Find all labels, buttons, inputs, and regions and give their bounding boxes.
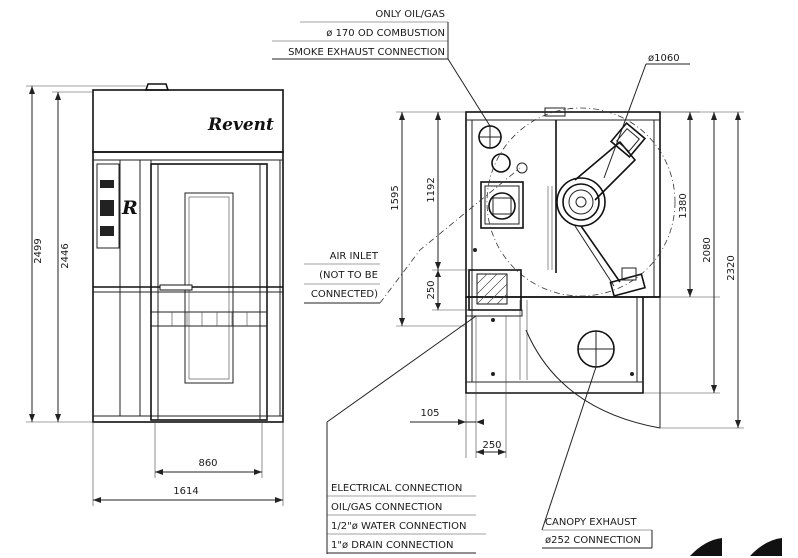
lower-enclosure xyxy=(465,297,644,394)
roof-vent xyxy=(144,83,170,91)
dimension-1614: 1614 xyxy=(92,422,284,506)
rack-diameter-callout: ø1060 xyxy=(603,53,690,179)
corner-mark-right xyxy=(750,538,782,556)
door-logo: R xyxy=(121,197,138,219)
svg-text:ø1060: ø1060 xyxy=(648,53,680,64)
svg-text:105: 105 xyxy=(420,408,439,419)
door-swing-arc xyxy=(525,329,661,429)
dimension-2080: 2080 xyxy=(643,112,720,394)
air-inlet-note: AIR INLET (NOT TO BE CONNECTED) xyxy=(304,167,521,304)
keypad xyxy=(100,200,114,216)
dimension-2499: 2499 xyxy=(26,85,146,423)
svg-text:860: 860 xyxy=(198,458,217,469)
svg-text:(NOT TO BE: (NOT TO BE xyxy=(319,270,378,281)
svg-text:1614: 1614 xyxy=(173,486,198,497)
svg-text:1595: 1595 xyxy=(390,185,401,210)
door-grille xyxy=(171,312,248,326)
combustion-note: ONLY OIL/GAS ø 170 OD COMBUSTION SMOKE E… xyxy=(272,9,491,127)
door-handle xyxy=(159,284,193,291)
svg-text:ELECTRICAL CONNECTION: ELECTRICAL CONNECTION xyxy=(331,483,462,494)
dimension-1192: 1192 xyxy=(426,112,469,271)
dimension-250-bottom: 250 xyxy=(476,316,507,458)
display-screen xyxy=(100,180,114,188)
dimension-2320: 2320 xyxy=(660,111,744,429)
svg-text:1192: 1192 xyxy=(426,177,437,202)
svg-text:CONNECTED): CONNECTED) xyxy=(311,289,378,300)
plan-view: 1380 2080 2320 1595 1192 xyxy=(272,9,744,554)
burner-unit xyxy=(480,181,524,229)
svg-text:2080: 2080 xyxy=(702,237,713,262)
svg-text:SMOKE EXHAUST CONNECTION: SMOKE EXHAUST CONNECTION xyxy=(288,47,445,58)
dimension-860: 860 xyxy=(154,422,263,478)
control-panel xyxy=(96,163,120,249)
rack-rotation-circle xyxy=(486,107,676,297)
dimension-2446: 2446 xyxy=(52,91,93,422)
dimension-105: 105 xyxy=(410,316,484,458)
svg-text:ø252 CONNECTION: ø252 CONNECTION xyxy=(545,535,641,546)
svg-text:250: 250 xyxy=(482,440,501,451)
svg-text:1380: 1380 xyxy=(678,193,689,218)
svg-text:CANOPY EXHAUST: CANOPY EXHAUST xyxy=(545,517,637,528)
svg-text:AIR INLET: AIR INLET xyxy=(330,251,379,262)
svg-text:ø 170 OD COMBUSTION: ø 170 OD COMBUSTION xyxy=(326,28,445,39)
dimension-1380: 1380 xyxy=(660,111,700,297)
service-connections-note: ELECTRICAL CONNECTION OIL/GAS CONNECTION… xyxy=(326,315,486,554)
dimension-1595: 1595 xyxy=(390,111,466,327)
dimension-250-side: 250 xyxy=(426,270,469,311)
brand-logo: Revent xyxy=(207,115,274,135)
front-elevation-view: Revent R xyxy=(26,83,284,506)
svg-text:2446: 2446 xyxy=(60,243,71,268)
svg-text:250: 250 xyxy=(426,280,437,299)
svg-text:2320: 2320 xyxy=(726,255,737,280)
svg-text:2499: 2499 xyxy=(33,238,44,263)
svg-text:ONLY OIL/GAS: ONLY OIL/GAS xyxy=(375,9,445,20)
corner-mark-left xyxy=(690,538,722,556)
canopy-exhaust-note: CANOPY EXHAUST ø252 CONNECTION xyxy=(541,366,653,549)
air-inlet-hatch xyxy=(476,273,508,305)
svg-text:1/2"ø WATER CONNECTION: 1/2"ø WATER CONNECTION xyxy=(331,521,466,532)
svg-text:OIL/GAS CONNECTION: OIL/GAS CONNECTION xyxy=(331,502,442,513)
keypad-lower xyxy=(100,226,114,236)
rack-turntable xyxy=(556,177,606,227)
svg-text:1"ø DRAIN CONNECTION: 1"ø DRAIN CONNECTION xyxy=(331,540,453,551)
